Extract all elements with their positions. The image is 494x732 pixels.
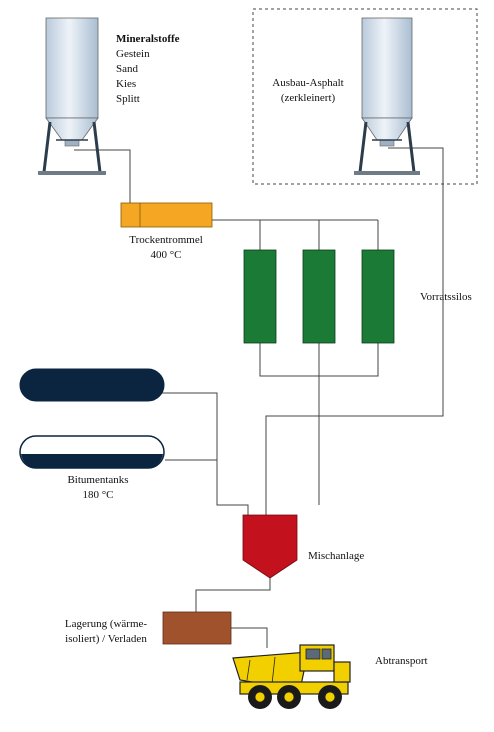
minerals-item: Kies bbox=[116, 78, 137, 90]
line-tank1-to-mixer bbox=[160, 392, 218, 460]
transport-label: Abtransport bbox=[375, 655, 428, 667]
storage-silo-1 bbox=[243, 249, 277, 344]
line-reclaimed-to-mixer bbox=[265, 147, 444, 515]
reclaimed-asphalt-frame bbox=[252, 8, 478, 185]
storage-loading-box bbox=[162, 611, 232, 645]
dump-truck-icon bbox=[232, 644, 351, 709]
storage-silo-2 bbox=[302, 249, 336, 344]
mixing-plant-label: Mischanlage bbox=[308, 550, 365, 562]
reclaimed-asphalt-silo bbox=[354, 17, 420, 175]
minerals-item: Gestein bbox=[116, 48, 150, 60]
minerals-title: Mineralstoffe bbox=[116, 33, 180, 45]
storage-loading-label: Lagerung (wärme- isoliert) / Verladen bbox=[64, 618, 148, 645]
line-tank2-to-mixer bbox=[165, 459, 249, 515]
line-storage-to-truck bbox=[231, 627, 268, 648]
minerals-item: Sand bbox=[116, 63, 138, 75]
line-mixer-to-storage bbox=[195, 578, 271, 612]
minerals-item: Splitt bbox=[116, 93, 140, 105]
drying-drum-label: Trockentrommel 400 °C bbox=[129, 234, 203, 261]
bitumen-tank-partial bbox=[19, 435, 165, 469]
line-silo1-to-dryer bbox=[74, 149, 131, 203]
bitumen-tanks-label: Bitumentanks 180 °C bbox=[67, 474, 129, 501]
connection-lines bbox=[74, 147, 444, 648]
storage-silos-label: Vorratssilos bbox=[420, 291, 472, 303]
storage-silo-3 bbox=[361, 249, 395, 344]
mixing-plant bbox=[242, 514, 298, 579]
mineral-silo bbox=[38, 17, 106, 175]
bitumen-tank-full bbox=[19, 368, 165, 402]
drying-drum bbox=[120, 202, 213, 228]
reclaimed-asphalt-label: Ausbau-Asphalt (zerkleinert) bbox=[272, 77, 344, 104]
minerals-label: Mineralstoffe Gestein Sand Kies Splitt bbox=[116, 32, 180, 107]
